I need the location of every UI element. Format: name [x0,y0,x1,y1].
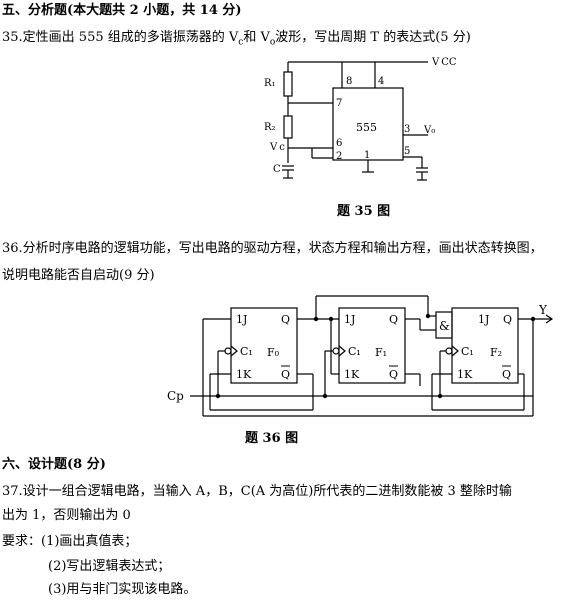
flip-flop-f0 [230,307,298,384]
label-y: Y [538,303,548,317]
question-36-line-1: 36.分析时序电路的逻辑功能，写出电路的驱动方程，状态方程和输出方程，画出状态转… [2,241,543,256]
label-v0: V₀ [423,125,435,136]
question-35-text: 35.定性画出 555 组成的多谐振荡器的 Vc和 Vo波形，写出周期 T 的表… [2,29,471,52]
pin-1: 1 [364,150,370,161]
pin-4: 4 [378,76,384,87]
section-6-heading: 六、设计题(8 分) [2,457,106,472]
flip-flop-f1 [338,307,406,384]
f1-k-label: 1K [344,368,360,381]
label-r2: R₂ [264,122,276,133]
label-r1: R₁ [264,78,276,89]
f1-q-label: Q [389,313,398,326]
figure-35-caption: 题 35 图 [337,204,391,219]
f1-qbar-label: Q [389,368,398,381]
q35-part1: 35.定性画出 555 组成的多谐振荡器的 V [2,30,239,45]
f0-name: F₀ [267,346,280,359]
question-36-line-2: 说明电路能否自启动(9 分) [2,268,155,283]
q35-sub-c: c [238,37,244,48]
f2-q-label: Q [503,313,512,326]
f2-j-label: 1J [478,313,489,326]
q35-sub-o: o [269,37,276,48]
and-gate-symbol: & [439,319,450,333]
requirement-1: 要求：(1)画出真值表； [2,534,138,549]
label-vc: V c [269,142,285,153]
f1-clock-label: C₁ [348,345,361,358]
f1-name: F₁ [375,346,387,359]
label-cp: Cp [167,389,184,403]
pin-7: 7 [336,98,342,109]
clock-bubble-f2 [445,347,453,355]
section-5-heading: 五、分析题(本大题共 2 小题，共 14 分) [2,3,242,18]
f2-clock-label: C₁ [461,345,474,358]
f2-name: F₂ [490,346,502,359]
q35-and: 和 V [243,30,270,45]
requirement-2: (2)写出逻辑表达式； [48,559,171,574]
f0-k-label: 1K [236,368,252,381]
pin-6: 6 [336,138,342,149]
f0-clock-label: C₁ [240,345,253,358]
figure-36-caption: 题 36 图 [245,431,299,446]
f1-j-label: 1J [344,313,355,326]
pin-8: 8 [346,76,352,87]
q35-rest: 波形，写出周期 T 的表达式(5 分) [275,30,471,45]
pin-3: 3 [404,124,410,135]
pin-2: 2 [336,151,342,162]
flip-flop-f2 [451,307,519,384]
f0-qbar-label: Q [281,368,290,381]
f0-j-label: 1J [236,313,247,326]
f2-k-label: 1K [457,368,473,381]
clock-bubble-f0 [224,347,232,355]
f0-q-label: Q [281,313,290,326]
question-37-line-1: 37.设计一组合逻辑电路，当输入 A，B，C(A 为高位)所代表的二进制数能被 … [2,484,512,499]
clock-bubble-f1 [332,347,340,355]
label-c: C [273,164,281,175]
requirement-3: (3)用与非门实现该电路。 [48,582,197,597]
and-gate [435,311,453,339]
label-vcc: V CC [431,57,457,68]
f2-qbar-label: Q [502,368,511,381]
pin-5: 5 [404,146,410,157]
chip-555-label: 555 [356,121,377,134]
question-37-line-2: 出为 1，否则输出为 0 [2,508,131,523]
